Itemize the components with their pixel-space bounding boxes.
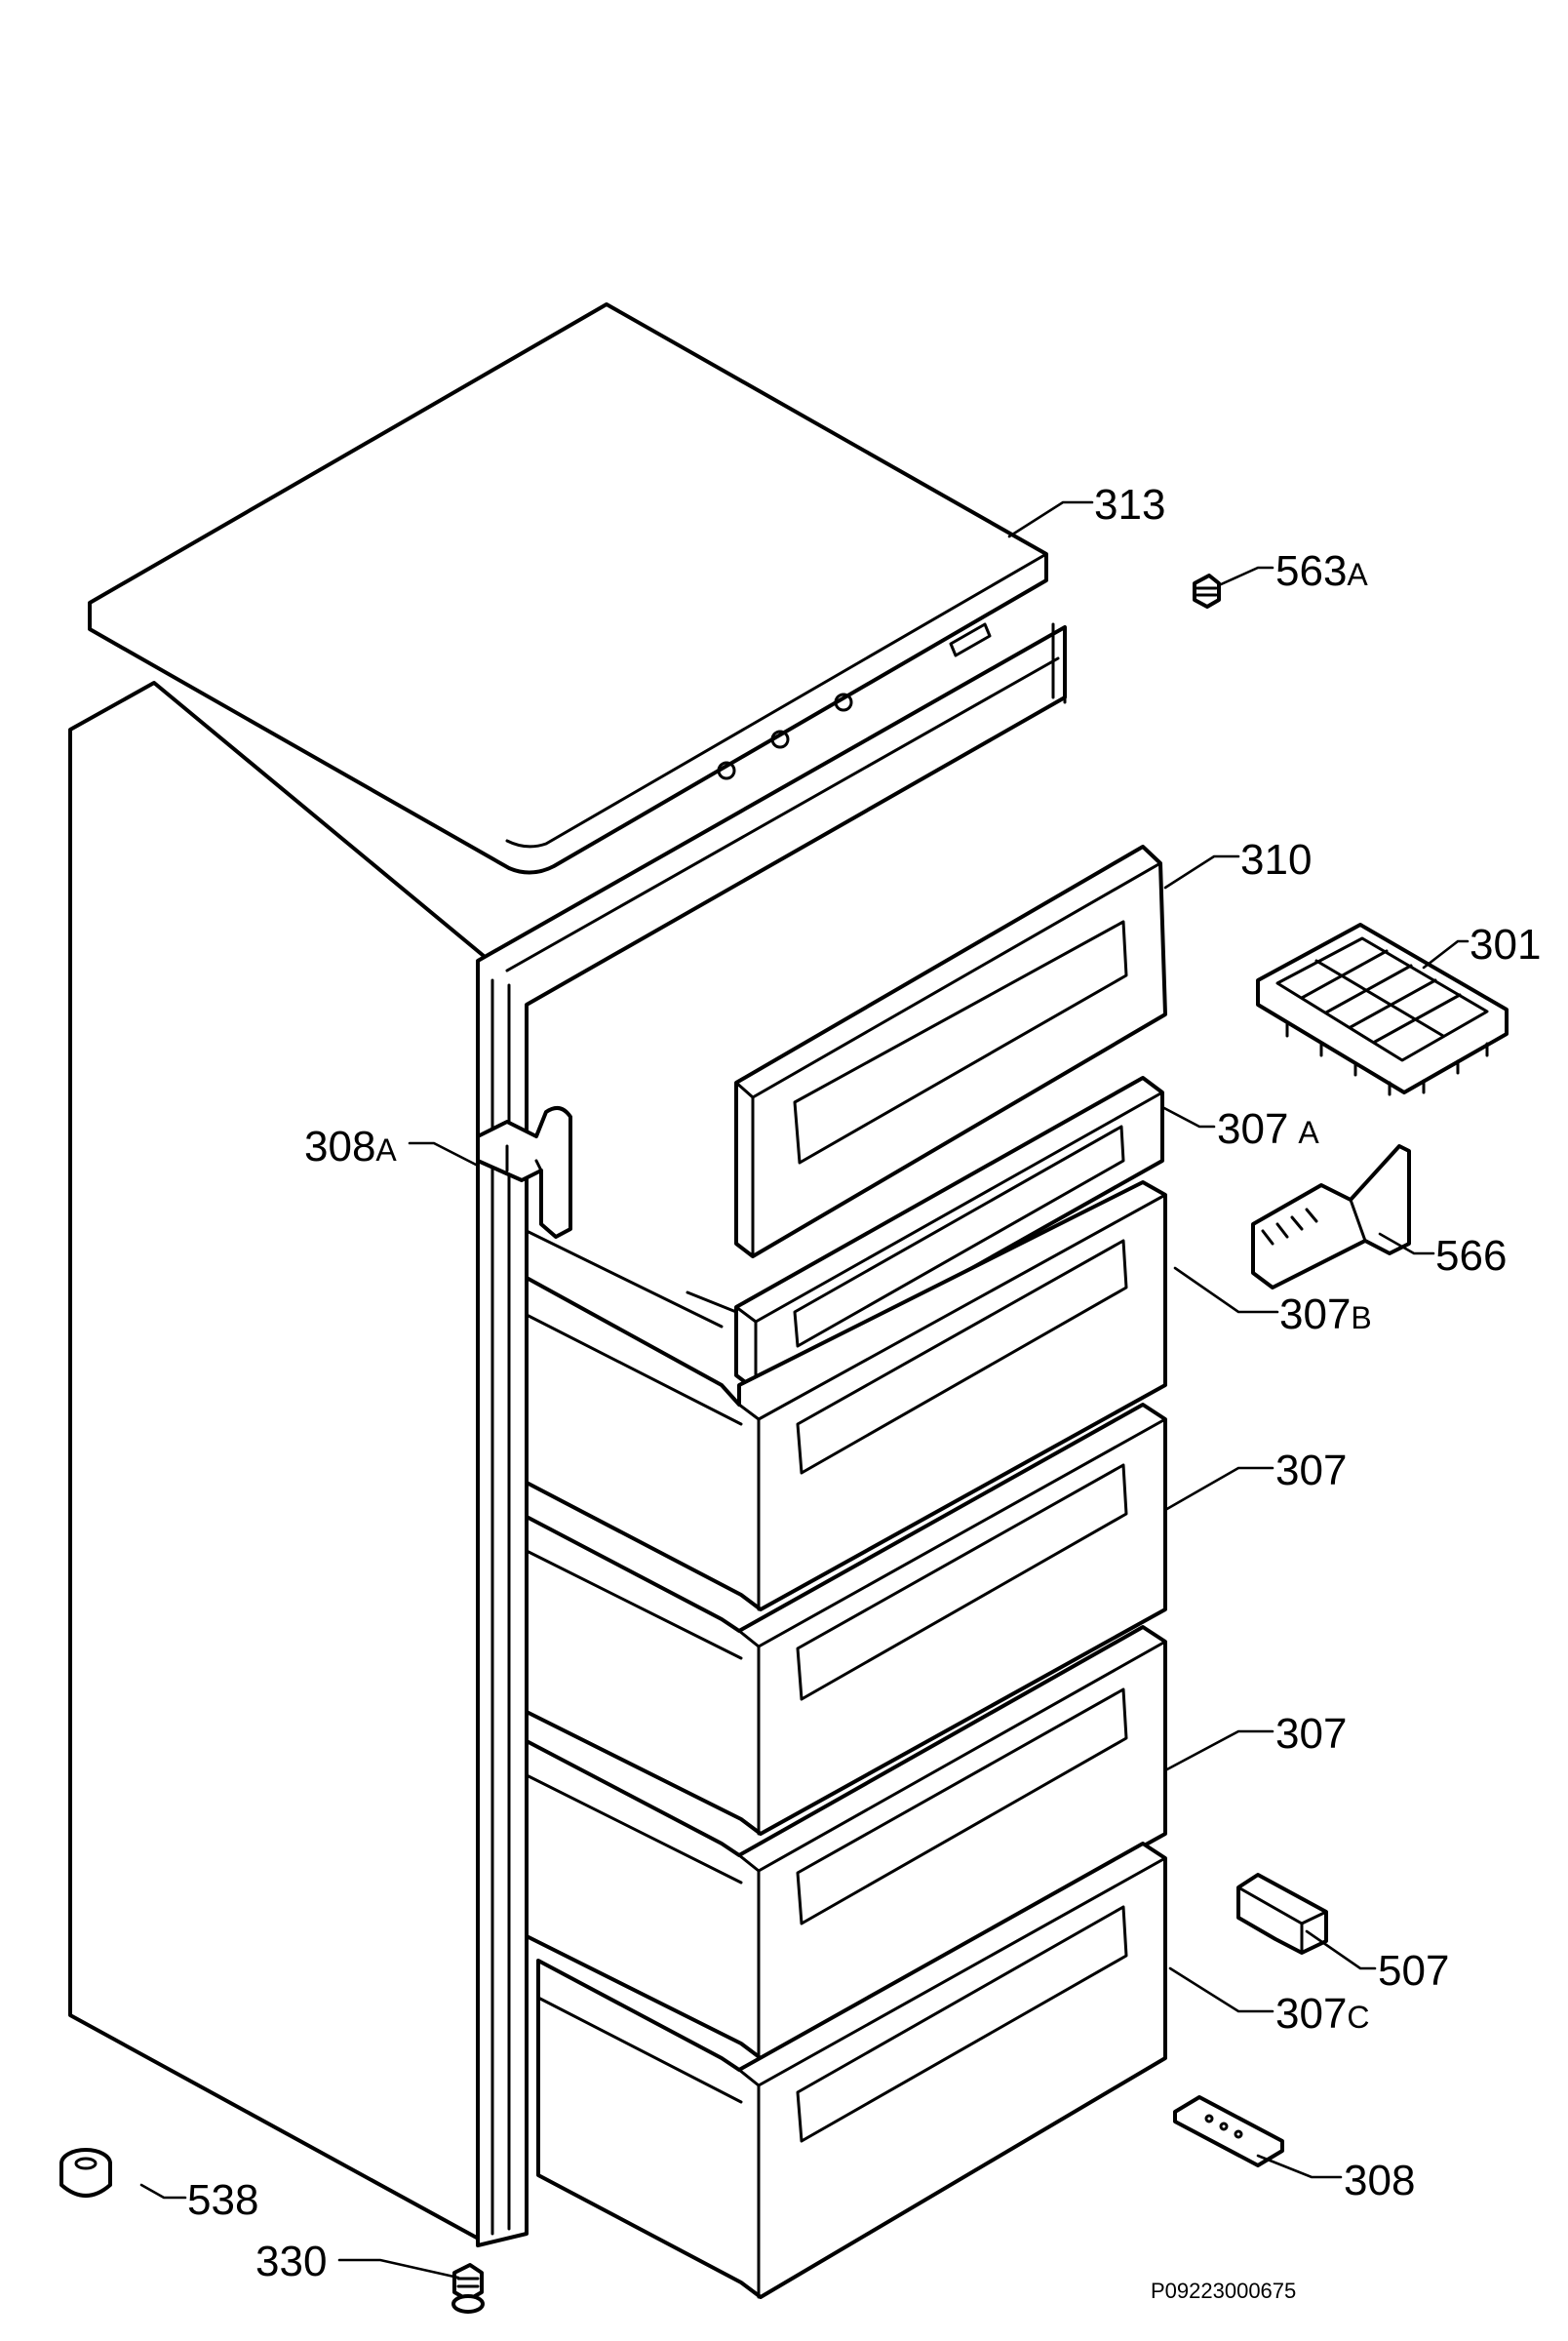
drawer-307a	[686, 1076, 1164, 1392]
screw-563a-icon	[1193, 574, 1221, 609]
callout-307-lower: 307	[1275, 1710, 1347, 1758]
indicator-lamp-icon	[834, 693, 853, 712]
callout-301: 301	[1470, 921, 1541, 969]
indicator-lamp-icon	[770, 730, 790, 749]
handle-recess	[793, 920, 1128, 1165]
callout-307b: 307B	[1279, 1290, 1372, 1338]
handle-recess	[796, 1905, 1128, 2143]
hinge-308a	[476, 1106, 572, 1239]
freezer-cabinet	[68, 622, 1067, 2247]
adjustable-foot-538	[59, 2148, 112, 2198]
handle-recess	[796, 1239, 1128, 1475]
control-knob-icon	[949, 622, 992, 657]
callout-563a: 563A	[1275, 547, 1368, 595]
top-cover	[88, 302, 1048, 875]
leader-lines	[139, 500, 1470, 2280]
handle-recess	[796, 1687, 1128, 1925]
callout-308a: 308A	[304, 1123, 397, 1170]
drawer-307c	[536, 1842, 1167, 2299]
indicator-lamp-icon	[717, 761, 736, 780]
callout-310: 310	[1240, 836, 1312, 884]
callout-538: 538	[187, 2176, 258, 2224]
callout-308: 308	[1344, 2157, 1415, 2204]
diagram-reference-code: P09223000675	[1151, 2279, 1296, 2303]
callout-313: 313	[1094, 481, 1165, 529]
ice-scraper	[1251, 1144, 1411, 1290]
handle-recess	[793, 1125, 1125, 1348]
callout-566: 566	[1435, 1232, 1507, 1280]
callout-507: 507	[1378, 1947, 1449, 1995]
hinge-plate-308	[1173, 2095, 1284, 2167]
drawer-307-upper	[525, 1403, 1167, 1836]
callout-307c: 307C	[1275, 1990, 1370, 2038]
drawer-307-lower	[525, 1625, 1167, 2060]
callout-330: 330	[255, 2238, 327, 2285]
handle-recess	[796, 1463, 1128, 1701]
ice-cube-tray	[1256, 923, 1509, 1096]
freezer-flap-310	[734, 845, 1167, 1258]
screw-330-icon	[451, 2263, 485, 2314]
drawer-307b	[525, 1180, 1167, 1611]
callout-307-upper: 307	[1275, 1447, 1347, 1494]
door-catch-507	[1236, 1873, 1328, 1955]
